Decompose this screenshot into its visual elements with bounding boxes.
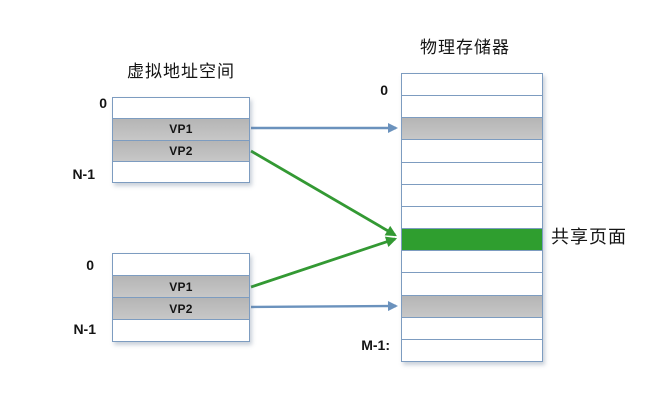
- arrow-vas1-vp2-to-shared: [250, 149, 397, 237]
- memory-row: [113, 319, 249, 341]
- memory-row: [402, 139, 542, 161]
- memory-row: [402, 316, 542, 339]
- virtual-address-space-title: 虚拟地址空间: [127, 62, 235, 81]
- shared-page-row: [402, 228, 542, 251]
- vas2-address-0-label: 0: [86, 257, 94, 273]
- memory-row: [402, 74, 542, 95]
- memory-row: [402, 205, 542, 228]
- memory-row: [402, 161, 542, 184]
- row-label: VP2: [169, 143, 193, 158]
- memory-row: [113, 160, 249, 182]
- virtual-page-row-vp2: VP2: [113, 297, 249, 319]
- physical-memory-title: 物理存储器: [420, 38, 510, 57]
- memory-row: [402, 95, 542, 117]
- row-label: VP1: [169, 279, 193, 294]
- vas1-address-0-label: 0: [99, 95, 107, 111]
- memory-row: [402, 294, 542, 317]
- arrow-vas2-vp1-to-shared: [250, 236, 398, 289]
- row-label: VP2: [169, 301, 193, 316]
- arrow-vas2-vp2-to-pm-gray: [250, 301, 398, 312]
- memory-row: [402, 272, 542, 294]
- vas2-address-n1-label: N-1: [73, 321, 96, 337]
- shared-page-label: 共享页面: [551, 227, 627, 247]
- memory-row: [402, 183, 542, 206]
- physical-memory-table: [401, 73, 543, 362]
- virtual-page-row-vp2: VP2: [113, 139, 249, 161]
- memory-row: [402, 338, 542, 361]
- memory-row: [402, 117, 542, 140]
- memory-row: [113, 254, 249, 275]
- virtual-page-row-vp1: VP1: [113, 275, 249, 297]
- pm-address-m1-label: M-1:: [361, 337, 390, 353]
- row-label: VP1: [169, 122, 193, 137]
- memory-row: [402, 250, 542, 272]
- virtual-page-row-vp1: VP1: [113, 118, 249, 140]
- pm-address-0-label: 0: [380, 82, 388, 98]
- vas1-address-n1-label: N-1: [72, 166, 95, 182]
- memory-row: [113, 98, 249, 118]
